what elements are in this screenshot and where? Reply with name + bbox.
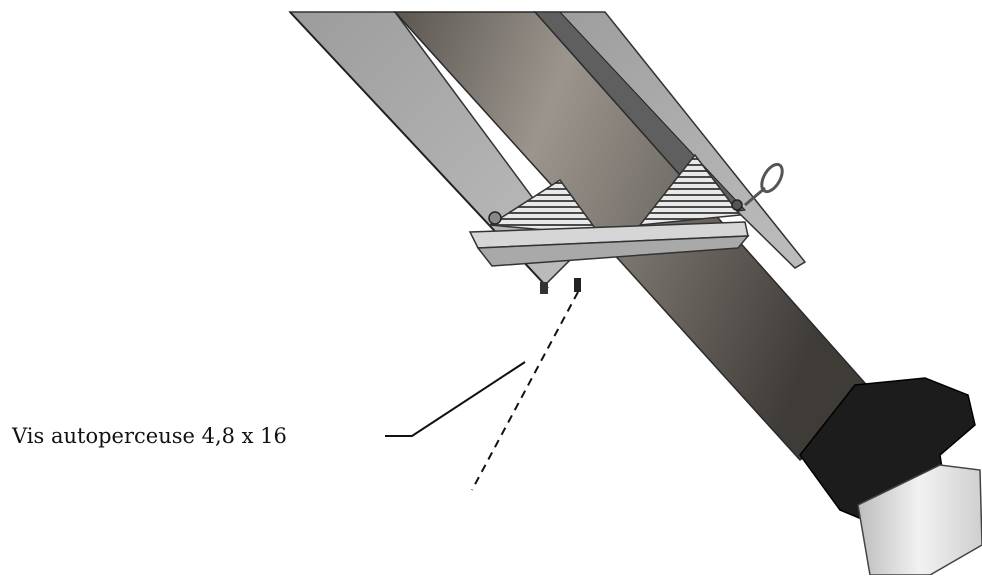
- bracket-bar-lower: [476, 235, 750, 267]
- bracket-right-plate: [638, 153, 742, 226]
- callout-leader-line: [385, 361, 526, 437]
- screw-axis-dashed-line: [471, 291, 579, 491]
- screw-callout-label: Vis autoperceuse 4,8 x 16: [12, 424, 287, 448]
- screw-bottom-left: [540, 282, 548, 294]
- screw-right: [731, 199, 743, 211]
- screw-left: [488, 211, 502, 225]
- self-drilling-screw: [574, 278, 581, 292]
- carabiner-hook: [744, 162, 784, 207]
